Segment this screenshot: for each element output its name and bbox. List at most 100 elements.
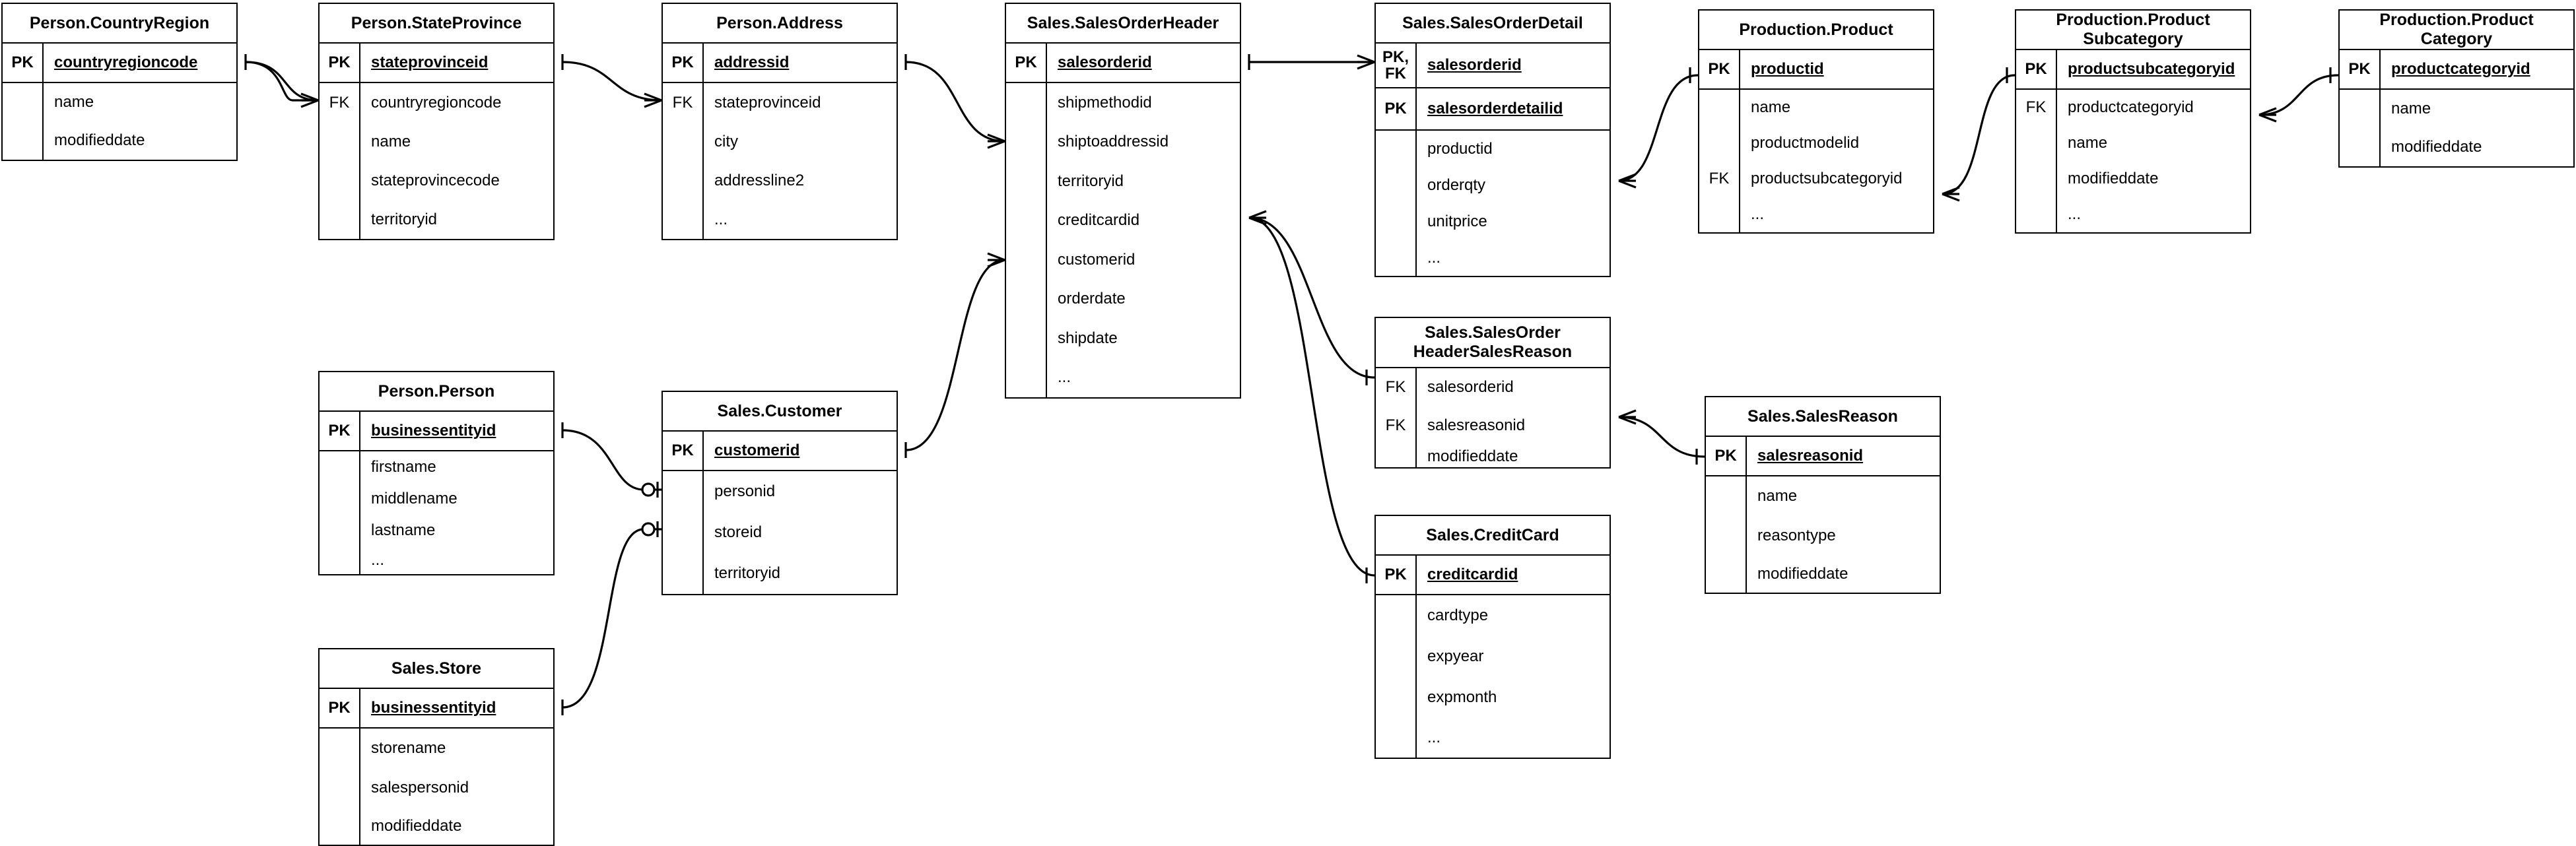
entity-production-productsubcategory[interactable]: Production.Product Subcategory PK produc… <box>2015 9 2251 234</box>
key-label <box>320 513 359 544</box>
key-label <box>3 121 42 160</box>
entity-production-product[interactable]: Production.Product PK productid FK name … <box>1698 9 1934 234</box>
key-column <box>320 729 360 845</box>
attribute-name: ... <box>714 210 728 228</box>
entity-sales-salesorderheader[interactable]: Sales.SalesOrderHeader PK salesorderid s… <box>1005 3 1241 399</box>
pk-row: PK stateprovinceid <box>320 44 553 83</box>
attribute-name: productid <box>1427 139 1493 158</box>
pk-row: PK businessentityid <box>320 689 553 729</box>
attribute-name: lastname <box>371 521 436 539</box>
entity-person-person[interactable]: Person.Person PK businessentityid firstn… <box>318 371 555 575</box>
key-label <box>1699 125 1739 161</box>
attribute-name: businessentityid <box>371 422 496 439</box>
attribute-name: name <box>2391 100 2431 117</box>
entity-sales-creditcard[interactable]: Sales.CreditCard PK creditcardid cardtyp… <box>1374 515 1611 759</box>
attribute-name: name <box>371 132 411 150</box>
attribute-group: cardtype expyear expmonth ... <box>1376 595 1610 758</box>
attribute-name: shipmethodid <box>1058 93 1152 112</box>
key-label <box>663 550 702 590</box>
attribute-name: modifieddate <box>1757 565 1848 583</box>
key-label <box>320 161 359 200</box>
rel-salesorderheader-sohsalesreason <box>1248 210 1375 385</box>
key-label <box>1376 714 1415 754</box>
attribute-name: expmonth <box>1427 688 1497 706</box>
entity-sales-customer[interactable]: Sales.Customer PK customerid personid st… <box>661 391 898 595</box>
entity-title: Production.Product <box>1699 11 1933 50</box>
attribute-group: personid storeid territoryid <box>663 471 897 594</box>
attribute-group: firstname middlename lastname ... <box>320 451 553 574</box>
key-label <box>1376 131 1415 167</box>
key-label <box>663 161 702 200</box>
pk-row: PK productid <box>1699 50 1933 90</box>
key-label <box>2016 125 2056 161</box>
attribute-group: FK FK salesorderid salesreasonid modifie… <box>1376 368 1610 468</box>
key-label <box>320 767 359 806</box>
entity-sales-store[interactable]: Sales.Store PK businessentityid storenam… <box>318 648 555 846</box>
attribute-group: name modifieddate <box>2340 90 2573 166</box>
rel-stateprovince-address <box>561 54 662 108</box>
key-label <box>1006 358 1046 398</box>
key-label <box>320 729 359 767</box>
key-column <box>2340 90 2381 166</box>
key-label <box>2016 161 2056 197</box>
key-label <box>1376 445 1415 468</box>
entity-sales-salesreason[interactable]: Sales.SalesReason PK salesreasonid name … <box>1705 396 1941 594</box>
attribute-name: customerid <box>1058 250 1135 269</box>
attribute-name: ... <box>1427 729 1441 746</box>
attribute-name: countryregioncode <box>371 93 502 112</box>
attribute-name: stateprovincecode <box>371 171 500 189</box>
entity-person-countryregion[interactable]: Person.CountryRegion PK countryregioncod… <box>1 3 238 161</box>
key-label: FK <box>672 93 693 112</box>
key-label: PK <box>2340 50 2381 88</box>
pk-row: PK addressid <box>663 44 897 83</box>
key-column: FK <box>663 83 704 239</box>
attribute-name: ... <box>1427 248 1441 267</box>
attribute-name: productmodelid <box>1751 134 1860 152</box>
name-column: firstname middlename lastname ... <box>360 451 553 574</box>
attribute-name: countryregioncode <box>54 53 198 71</box>
attribute-name: productid <box>1751 60 1824 78</box>
attribute-name: creditcardid <box>1058 211 1140 230</box>
key-column <box>3 83 44 160</box>
key-label <box>3 83 42 121</box>
key-label <box>1006 123 1046 162</box>
attribute-name: productcategoryid <box>2068 98 2194 116</box>
attribute-name: territoryid <box>1058 172 1124 190</box>
attribute-name: ... <box>1751 205 1765 223</box>
entity-sales-salesorderheadersalesreason[interactable]: Sales.SalesOrder HeaderSalesReason FK FK… <box>1374 317 1611 469</box>
attribute-group: FK name productmodelid productsubcategor… <box>1699 90 1933 232</box>
key-label <box>1376 674 1415 714</box>
key-label <box>1006 280 1046 319</box>
key-column <box>320 451 360 574</box>
attribute-name: storename <box>371 739 446 757</box>
key-label <box>1006 201 1046 241</box>
key-label <box>1376 595 1415 635</box>
entity-production-productcategory[interactable]: Production.Product Category PK productca… <box>2338 9 2575 168</box>
pk-row: PK salesreasonid <box>1706 437 1940 476</box>
entity-title: Sales.SalesOrderHeader <box>1006 4 1240 44</box>
entity-sales-salesorderdetail[interactable]: Sales.SalesOrderDetail PK, FK salesorder… <box>1374 3 1611 277</box>
key-label <box>663 122 702 161</box>
key-label <box>1006 83 1046 123</box>
entity-title: Sales.SalesOrderDetail <box>1376 4 1610 44</box>
name-column: storename salespersonid modifieddate <box>360 729 553 845</box>
key-label: FK <box>329 93 350 112</box>
key-label: PK <box>1006 44 1047 82</box>
rel-sohsalesreason-salesreason <box>1618 409 1705 465</box>
key-label: PK <box>1376 88 1417 129</box>
entity-title: Production.Product Subcategory <box>2016 11 2250 50</box>
attribute-name: modifieddate <box>1427 447 1518 465</box>
key-label: FK <box>1709 170 1730 187</box>
entity-person-address[interactable]: Person.Address PK addressid FK stateprov… <box>661 3 898 240</box>
attribute-group: productid orderqty unitprice ... <box>1376 131 1610 276</box>
attribute-name: modifieddate <box>2391 138 2482 156</box>
key-label <box>1006 240 1046 280</box>
attribute-name: salesorderid <box>1427 378 1514 396</box>
entity-person-stateprovince[interactable]: Person.StateProvince PK stateprovinceid … <box>318 3 555 240</box>
pk-row: PK businessentityid <box>320 412 553 451</box>
rel-salesorderdetail-product <box>1618 67 1699 189</box>
attribute-name: middlename <box>371 490 458 507</box>
pk-row: PK salesorderid <box>1006 44 1240 83</box>
key-label: PK <box>1376 556 1417 594</box>
key-label: PK <box>1706 437 1747 475</box>
